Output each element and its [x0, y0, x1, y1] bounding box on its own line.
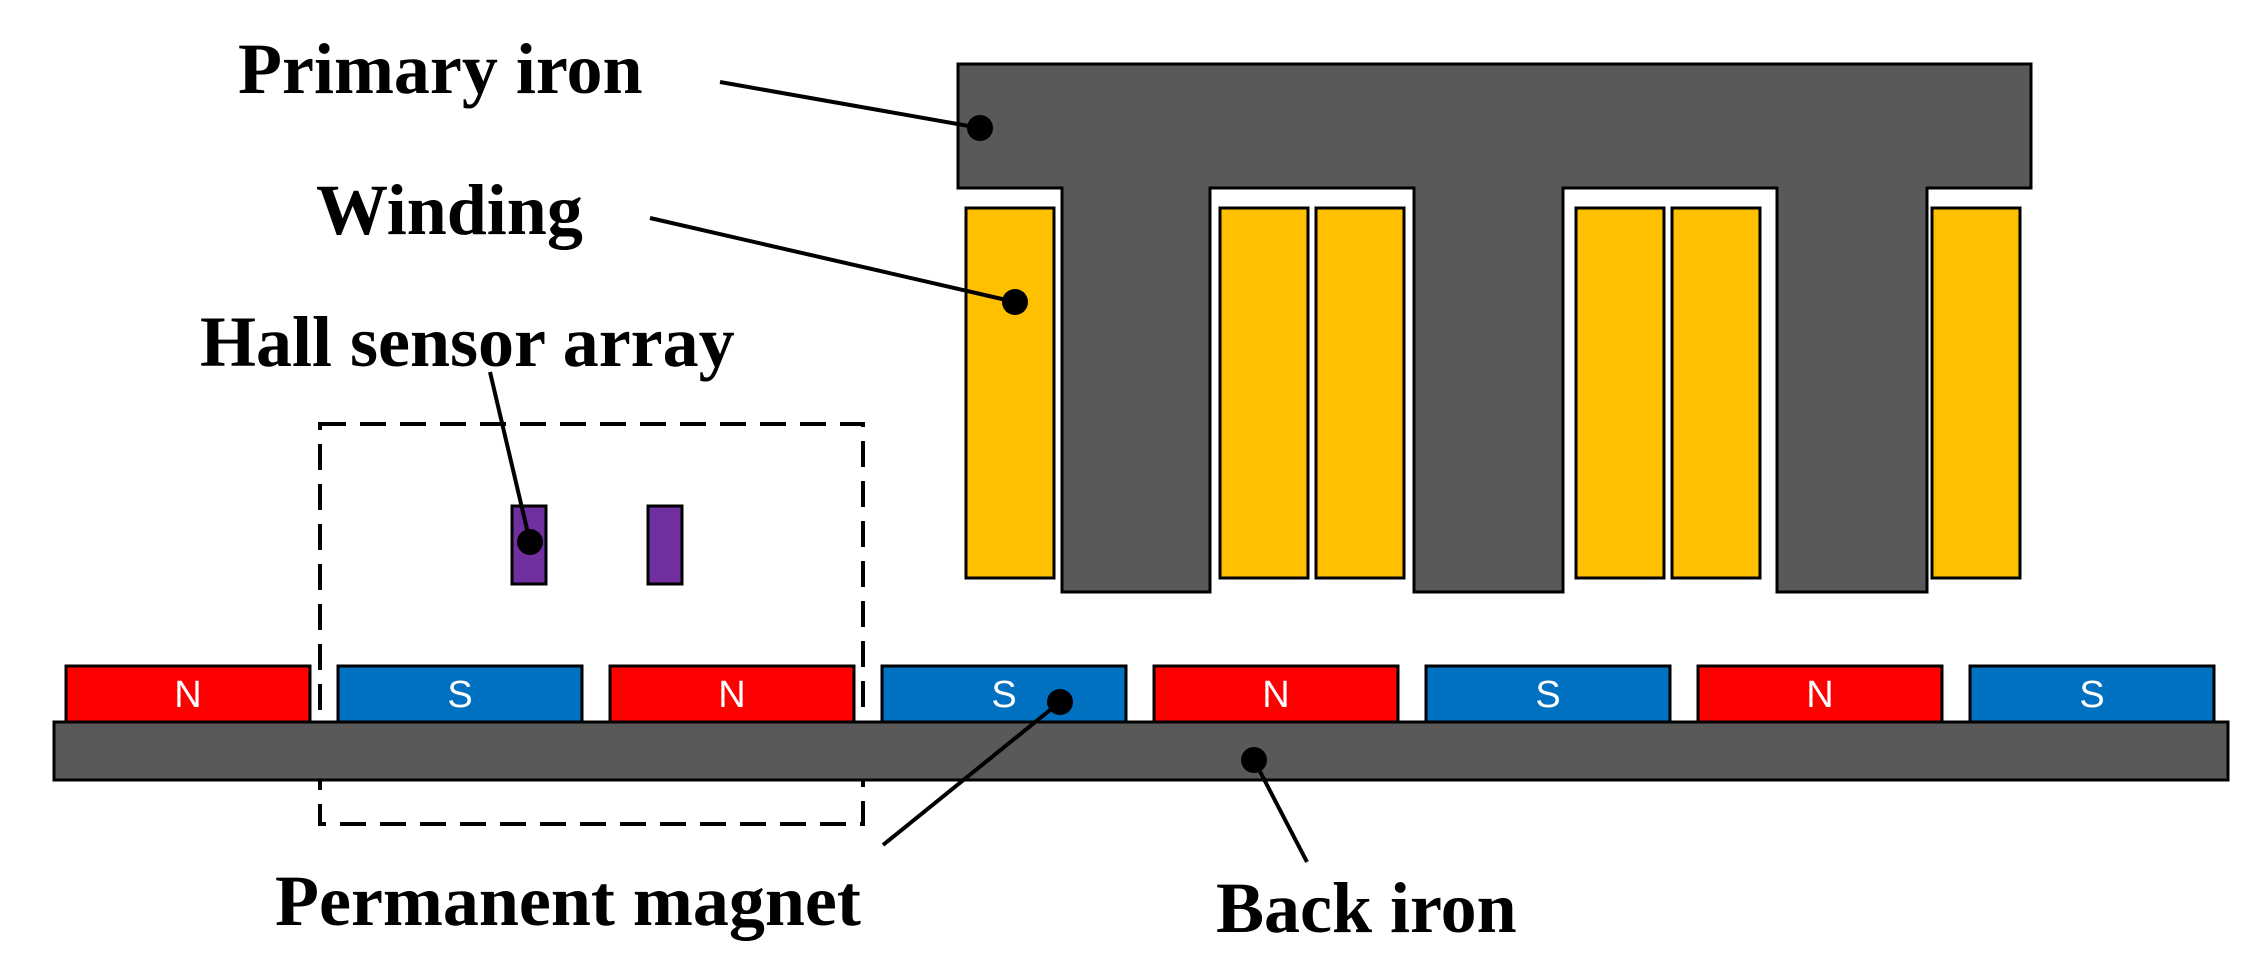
winding-coil [1314, 206, 1406, 580]
winding-coil [1218, 206, 1310, 580]
magnet-s [336, 664, 584, 724]
leader-winding [649, 216, 1016, 304]
magnet-pole-label: S [1535, 674, 1560, 716]
magnet-n [608, 664, 856, 724]
magnet-s [1968, 664, 2216, 724]
label-back-iron: Back iron [1216, 868, 1517, 948]
magnet-pole-label: N [718, 674, 745, 716]
magnet-pole-label: S [2079, 674, 2104, 716]
dot-winding [1002, 289, 1028, 315]
magnet-n [1152, 664, 1400, 724]
hall-sensor-region [318, 422, 865, 826]
leader-back-iron [1252, 759, 1309, 863]
leader-lines [488, 80, 1309, 863]
magnet-s [1424, 664, 1672, 724]
magnet-pole-label: S [991, 674, 1016, 716]
winding-coil [964, 206, 1056, 580]
hall-sensor [646, 504, 684, 586]
dot-hall-sensor [517, 529, 543, 555]
winding-coil [1930, 206, 2022, 580]
magnet-n [1696, 664, 1944, 724]
leader-hall-sensor [488, 371, 532, 543]
label-permanent-magnet: Permanent magnet [275, 861, 861, 941]
dot-primary-iron [967, 115, 993, 141]
primary-iron [956, 62, 2033, 594]
label-hall-sensor-array: Hall sensor array [200, 302, 735, 382]
magnet-n [64, 664, 312, 724]
dot-permanent-magnet [1047, 689, 1073, 715]
dot-back-iron [1241, 747, 1267, 773]
label-primary-iron: Primary iron [238, 29, 643, 109]
leader-permanent-magnet [881, 700, 1062, 847]
leader-primary-iron [719, 80, 981, 130]
winding-coil [1574, 206, 1666, 580]
back-iron [52, 720, 2230, 782]
magnet-pole-label: N [1806, 674, 1833, 716]
magnet-s [880, 664, 1128, 724]
winding-coil [1670, 206, 1762, 580]
magnet-pole-label: N [1262, 674, 1289, 716]
magnet-pole-label: N [174, 674, 201, 716]
windings [964, 206, 2022, 580]
magnet-pole-label: S [447, 674, 472, 716]
leader-dots [517, 115, 1267, 773]
label-winding: Winding [316, 170, 583, 250]
